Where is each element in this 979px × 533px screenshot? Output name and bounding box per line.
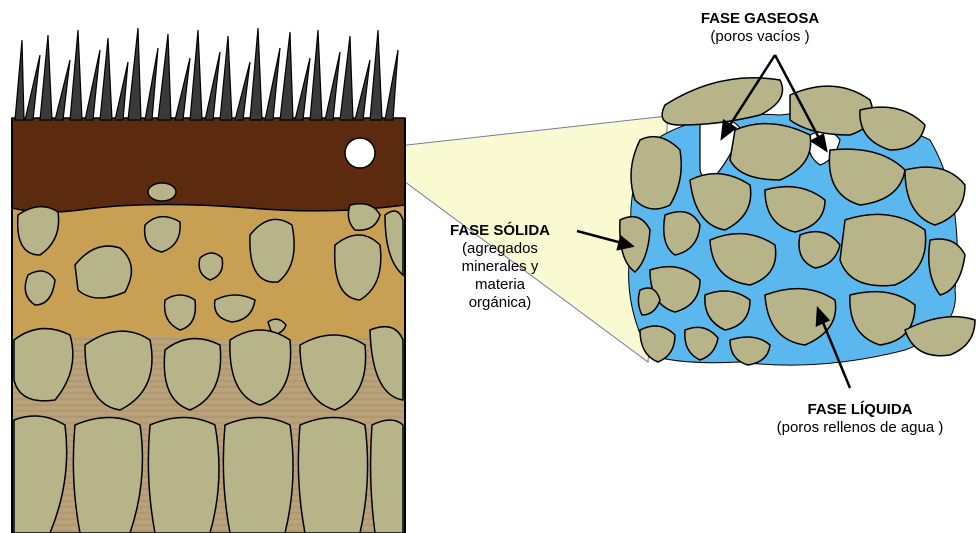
solid-phase-line-3: materia (420, 276, 580, 294)
liquid-phase-title: FASE LÍQUIDA (750, 401, 970, 419)
solid-phase-line-4: orgánica) (420, 294, 580, 312)
grass (15, 28, 398, 120)
solid-phase-title: FASE SÓLIDA (420, 222, 580, 240)
topsoil-layer (12, 118, 405, 212)
solid-phase-label: FASE SÓLIDA (agregados minerales y mater… (420, 222, 580, 312)
soil-profile (12, 28, 405, 533)
gaseous-phase-subtitle: (poros vacíos ) (680, 28, 840, 46)
solid-phase-line-2: minerales y (420, 258, 580, 276)
liquid-phase-label: FASE LÍQUIDA (poros rellenos de agua ) (750, 401, 970, 437)
solid-phase-line-1: (agregados (420, 240, 580, 258)
liquid-phase-subtitle: (poros rellenos de agua ) (750, 419, 970, 437)
sample-spot (345, 138, 375, 168)
gaseous-phase-title: FASE GASEOSA (680, 10, 840, 28)
gaseous-phase-label: FASE GASEOSA (poros vacíos ) (680, 10, 840, 46)
